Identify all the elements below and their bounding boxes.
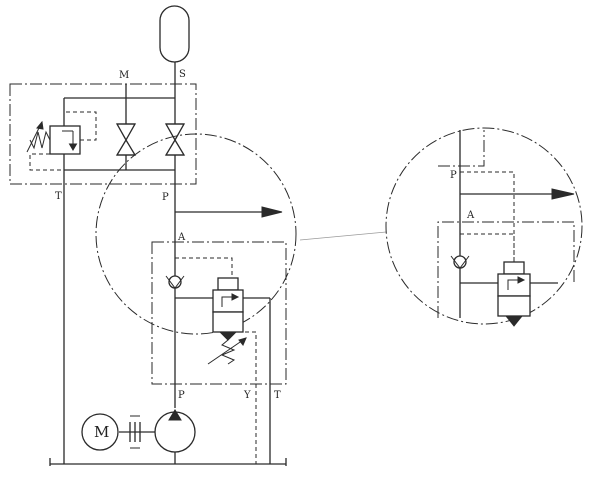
safety-relief-valve bbox=[26, 111, 97, 155]
adjustable-spring bbox=[207, 337, 247, 365]
pump-control-block bbox=[151, 241, 287, 464]
coupling bbox=[119, 415, 155, 449]
detail-outlet-arrow bbox=[551, 188, 575, 200]
shutoff-valve-1 bbox=[115, 123, 137, 156]
pump-arrow bbox=[168, 409, 182, 421]
label-p-detail: P bbox=[450, 170, 457, 181]
detail-circle-right bbox=[385, 127, 583, 325]
check-valve bbox=[165, 275, 185, 289]
accumulator bbox=[159, 5, 190, 63]
magnified-detail bbox=[385, 127, 583, 327]
label-y: Y bbox=[243, 390, 251, 401]
label-s: S bbox=[179, 69, 186, 80]
label-motor: M bbox=[94, 423, 109, 441]
electric-motor bbox=[81, 413, 119, 451]
detail-circle-left bbox=[95, 133, 297, 335]
consumer-outlet-arrow bbox=[175, 206, 283, 218]
label-a: A bbox=[177, 232, 186, 243]
label-m: M bbox=[119, 70, 129, 81]
pressure-control-valve bbox=[212, 277, 244, 341]
pump-control-block-boundary bbox=[151, 241, 287, 385]
label-t-lower: T bbox=[274, 390, 281, 401]
magnifier-guide-line bbox=[299, 231, 387, 241]
label-a-detail: A bbox=[466, 210, 475, 221]
safety-block bbox=[9, 83, 197, 185]
label-t-upper: T bbox=[55, 191, 62, 202]
hydraulic-pump bbox=[154, 409, 196, 464]
label-p-lower: P bbox=[178, 390, 185, 401]
shutoff-valve-2 bbox=[164, 123, 186, 156]
label-p-upper: P bbox=[162, 192, 169, 203]
